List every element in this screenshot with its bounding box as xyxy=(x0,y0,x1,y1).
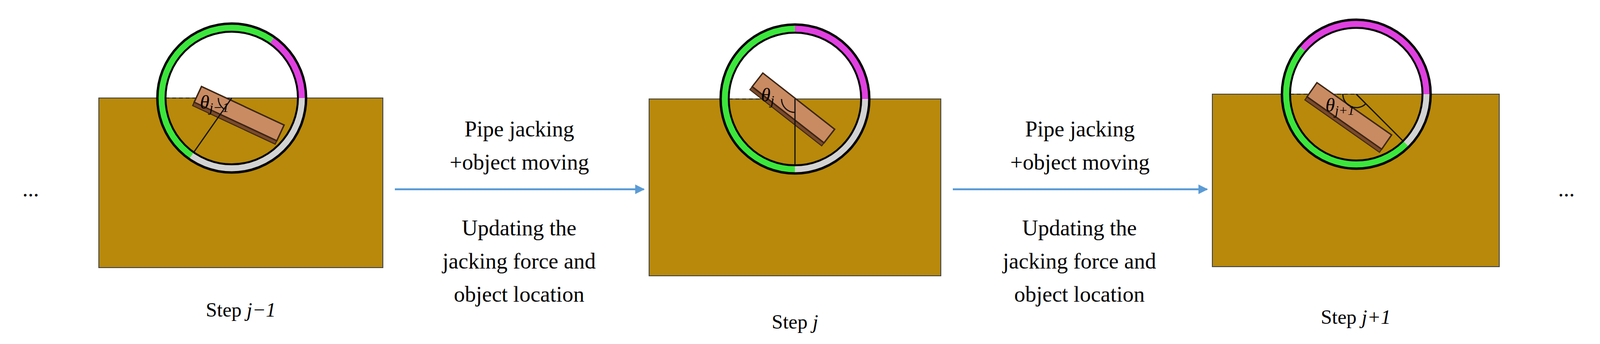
edge-label: Pipe jacking +object moving xyxy=(433,112,606,179)
step-illustration xyxy=(98,23,383,268)
moving-object xyxy=(749,72,835,146)
step-panel: Step j+1 xyxy=(1212,94,1500,330)
ellipsis: ... xyxy=(22,175,40,202)
angle-label: θj xyxy=(760,83,774,107)
angle-line xyxy=(193,97,232,153)
pipe-ring xyxy=(1281,19,1431,169)
step-label: Step j+1 xyxy=(1320,304,1391,329)
step-illustration xyxy=(649,24,941,276)
step-panel: Step j xyxy=(649,98,941,334)
step-label: Step j−1 xyxy=(205,297,276,322)
angle-arc xyxy=(781,98,795,113)
step-illustration xyxy=(1212,19,1500,267)
step-label: Step j xyxy=(771,309,819,334)
moving-object xyxy=(1304,82,1392,153)
pipe-ring xyxy=(720,24,870,174)
angle-label: θj+1 xyxy=(1325,93,1355,117)
angle-line xyxy=(1356,94,1404,142)
step-arrow xyxy=(394,188,644,190)
step-note: Updating the jacking force and object lo… xyxy=(430,211,608,311)
moving-object xyxy=(192,86,285,144)
step-arrow xyxy=(952,188,1208,190)
angle-label: θj−1 xyxy=(200,90,229,114)
edge-label: Pipe jacking +object moving xyxy=(993,112,1167,179)
soil-block xyxy=(649,98,941,276)
step-panel: Step j−1 xyxy=(98,97,383,324)
angle-line xyxy=(794,98,796,166)
ellipsis: ... xyxy=(1558,175,1576,202)
step-note: Updating the jacking force and object lo… xyxy=(990,211,1169,311)
pipe-ring xyxy=(157,23,307,173)
